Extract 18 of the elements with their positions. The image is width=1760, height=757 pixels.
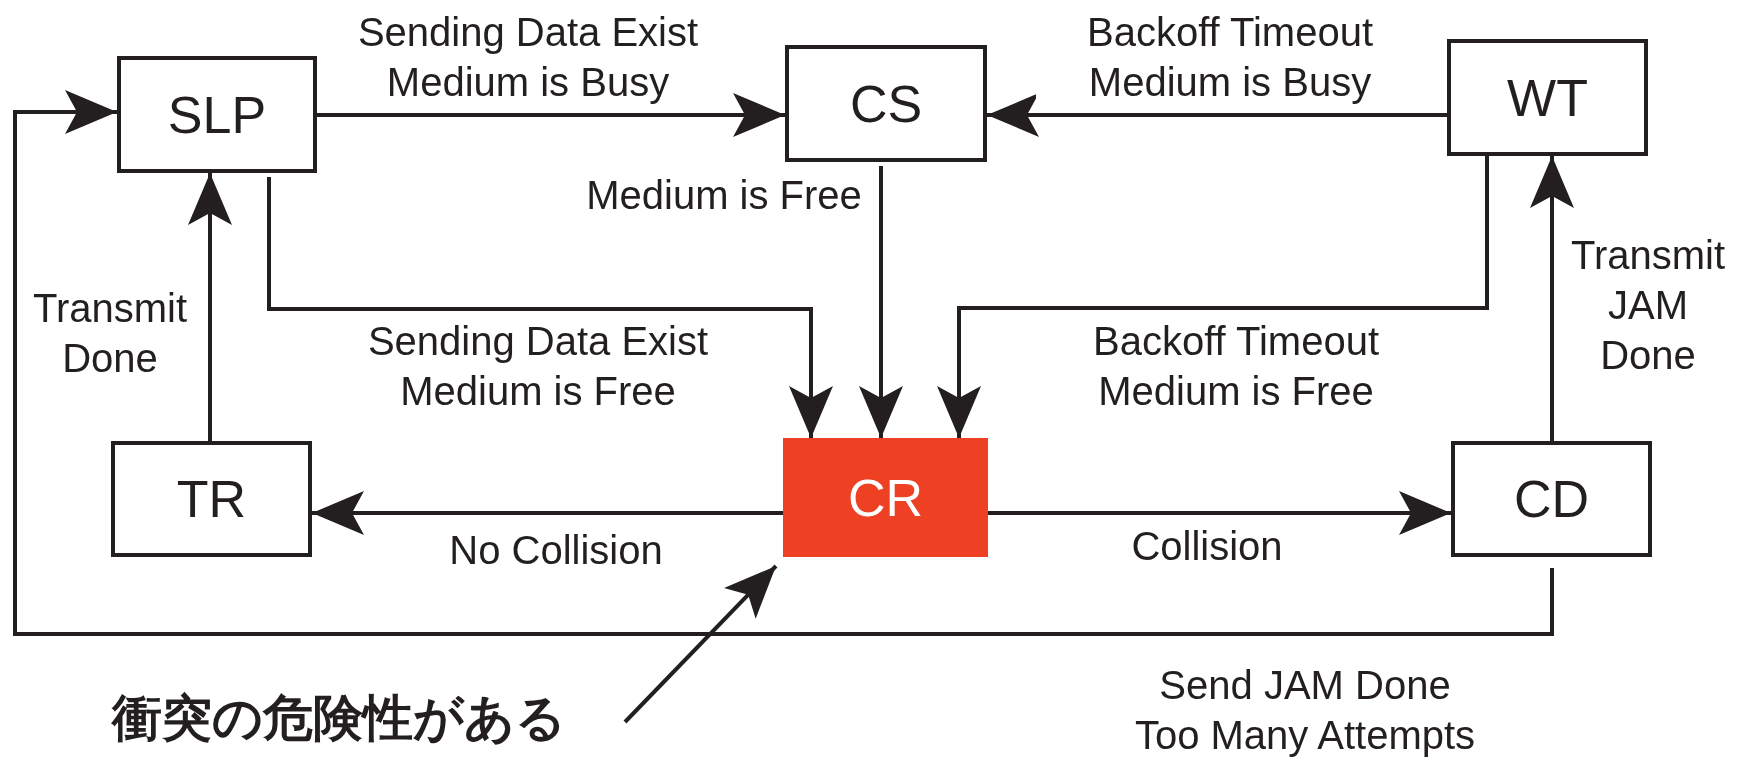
arrow (987, 93, 1447, 137)
arrow (937, 156, 1489, 438)
state-box: CS (785, 45, 987, 162)
leader-arrow (623, 564, 778, 724)
annotation-text: 衝突の危険性がある (112, 688, 566, 748)
arrow (13, 90, 1554, 636)
arrow (267, 177, 833, 438)
state-box: SLP (117, 56, 317, 173)
arrow (188, 173, 232, 441)
arrow (859, 166, 903, 438)
highlighted-state-box: CR (783, 438, 988, 557)
arrow (988, 491, 1451, 535)
state-box: WT (1447, 39, 1648, 156)
arrow (317, 93, 785, 137)
arrow (312, 491, 783, 535)
arrow (1530, 156, 1574, 441)
state-box: TR (111, 441, 312, 557)
state-box: CD (1451, 441, 1652, 557)
